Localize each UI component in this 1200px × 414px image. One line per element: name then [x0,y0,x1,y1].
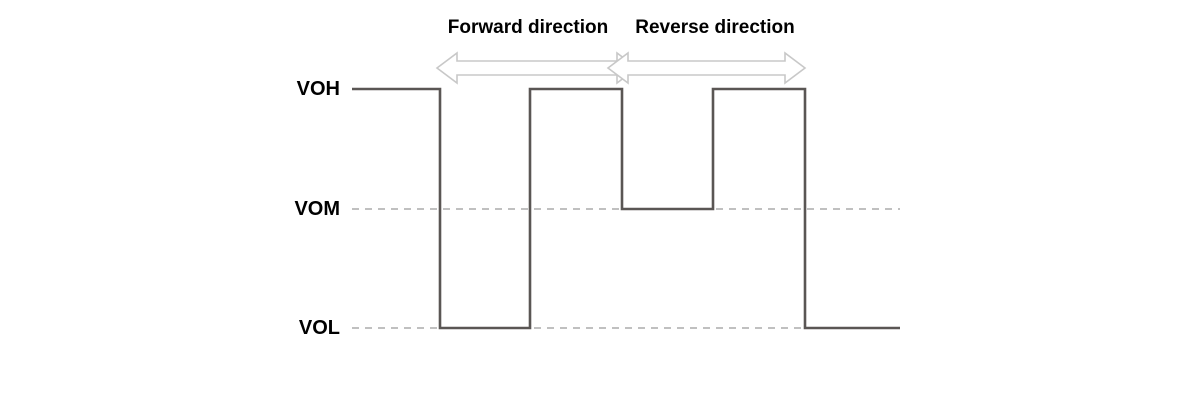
level-label-voh: VOH [296,78,340,100]
level-label-vom: VOM [294,198,340,220]
reference-lines-group [352,208,900,329]
region-label-reverse: Reverse direction [635,17,795,38]
direction-arrows-group [435,51,807,85]
region-label-forward: Forward direction [447,17,609,38]
direction-arrow-reverse [606,51,807,85]
waveform-trace [352,87,900,330]
level-label-vol: VOL [298,317,340,339]
